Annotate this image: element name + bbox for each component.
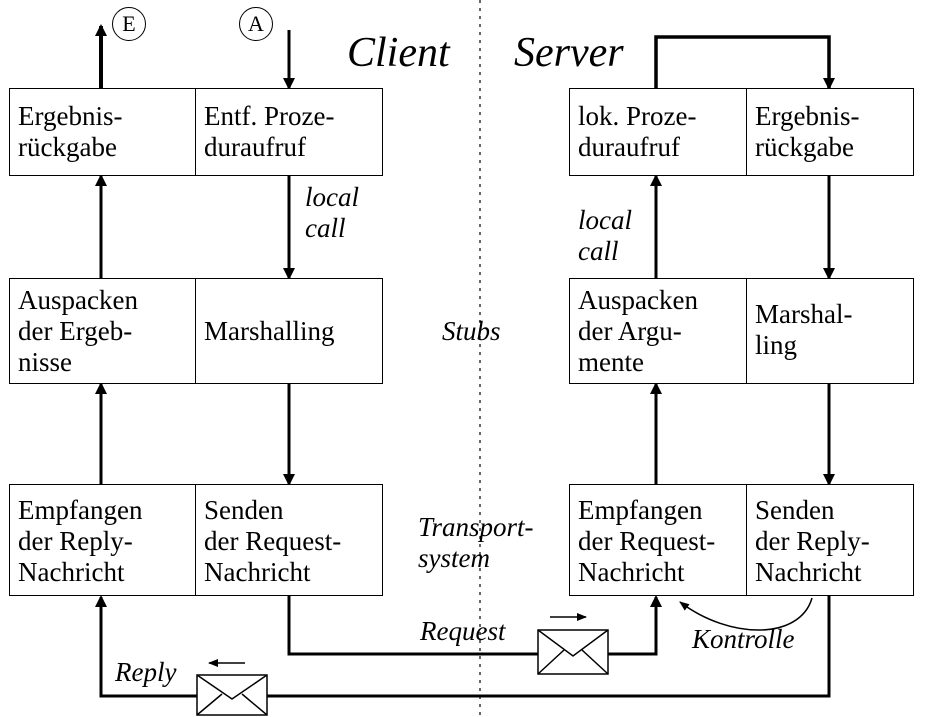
- transport-system-label: Transport- system: [418, 512, 534, 573]
- server-local-call-label: local call: [578, 205, 632, 266]
- server-marshalling: Marshal- ling: [746, 279, 915, 383]
- reply-path: [95, 595, 831, 698]
- server-box-row1: lok. Proze- duraufruf Ergebnis- rückgabe: [569, 88, 914, 176]
- request-path: [287, 595, 662, 656]
- server-local-call-box: lok. Proze- duraufruf: [578, 101, 697, 162]
- client-box-row2: Auspacken der Ergeb- nisse Marshalling: [9, 278, 383, 384]
- server-result-return: Ergebnis- rückgabe: [746, 89, 915, 175]
- end-marker: E: [112, 7, 146, 41]
- client-box-row3: Empfangen der Reply- Nachricht Senden de…: [9, 484, 383, 596]
- reply-envelope-icon: [196, 674, 268, 716]
- server-box-row3: Empfangen der Request- Nachricht Senden …: [569, 484, 914, 596]
- server-top-loop: [654, 35, 835, 90]
- client-send-request: Senden der Request- Nachricht: [195, 485, 384, 595]
- client-heading: Client: [347, 30, 450, 76]
- client-remote-call: Entf. Proze- duraufruf: [195, 89, 384, 175]
- server-box-row2: Auspacken der Argu- mente Marshal- ling: [569, 278, 914, 384]
- client-unpack-results: Auspacken der Ergeb- nisse: [18, 285, 138, 377]
- client-local-call-label: local call: [305, 182, 359, 243]
- server-receive-request: Empfangen der Request- Nachricht: [578, 495, 716, 587]
- client-box-row1: Ergebnis- rückgabe Entf. Proze- duraufru…: [9, 88, 383, 176]
- server-unpack-arguments: Auspacken der Argu- mente: [578, 285, 698, 377]
- kontrolle-label: Kontrolle: [692, 624, 795, 654]
- stubs-label: Stubs: [442, 316, 501, 346]
- client-result-return: Ergebnis- rückgabe: [18, 101, 123, 162]
- server-heading: Server: [514, 30, 624, 76]
- request-label: Request: [420, 616, 506, 646]
- request-envelope-icon: [537, 629, 609, 675]
- start-marker: A: [239, 7, 273, 41]
- client-marshalling: Marshalling: [195, 279, 384, 383]
- client-receive-reply: Empfangen der Reply- Nachricht: [18, 495, 143, 587]
- server-send-reply: Senden der Reply- Nachricht: [746, 485, 915, 595]
- kontrolle-arrow: [679, 597, 813, 631]
- reply-label: Reply: [115, 657, 177, 687]
